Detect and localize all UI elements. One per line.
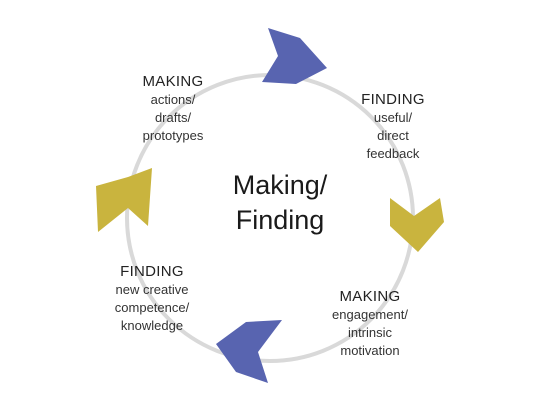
stage-line: feedback [366,146,420,161]
stage-line: intrinsic [347,325,393,340]
center-title-line-1: Making/ [232,170,328,200]
stage-finding-feedback: FINDING useful/ direct feedback [338,90,448,163]
stage-heading: MAKING [142,73,204,90]
stage-finding-competence: FINDING new creative competence/ knowled… [92,262,212,335]
stage-line: engagement/ [332,307,408,322]
stage-line: drafts/ [154,110,192,125]
center-title: Making/ Finding [195,168,365,238]
center-title-line-2: Finding [235,205,325,235]
stage-heading: MAKING [339,288,401,305]
stage-line: competence/ [114,300,190,315]
stage-line: direct [377,128,409,143]
stage-making-engagement: MAKING engagement/ intrinsic motivation [310,287,430,360]
chevron-up-icon [96,168,152,232]
stage-heading: FINDING [120,263,184,280]
chevron-left-icon [216,320,282,383]
stage-heading: FINDING [361,91,425,108]
stage-making-actions: MAKING actions/ drafts/ prototypes [118,72,228,145]
chevron-right-icon [262,28,327,84]
stage-line: actions/ [150,92,196,107]
stage-line: knowledge [120,318,184,333]
stage-line: useful/ [373,110,413,125]
chevron-down-icon [390,198,444,252]
stage-line: prototypes [142,128,204,143]
stage-line: new creative [115,282,189,297]
stage-line: motivation [340,343,400,358]
